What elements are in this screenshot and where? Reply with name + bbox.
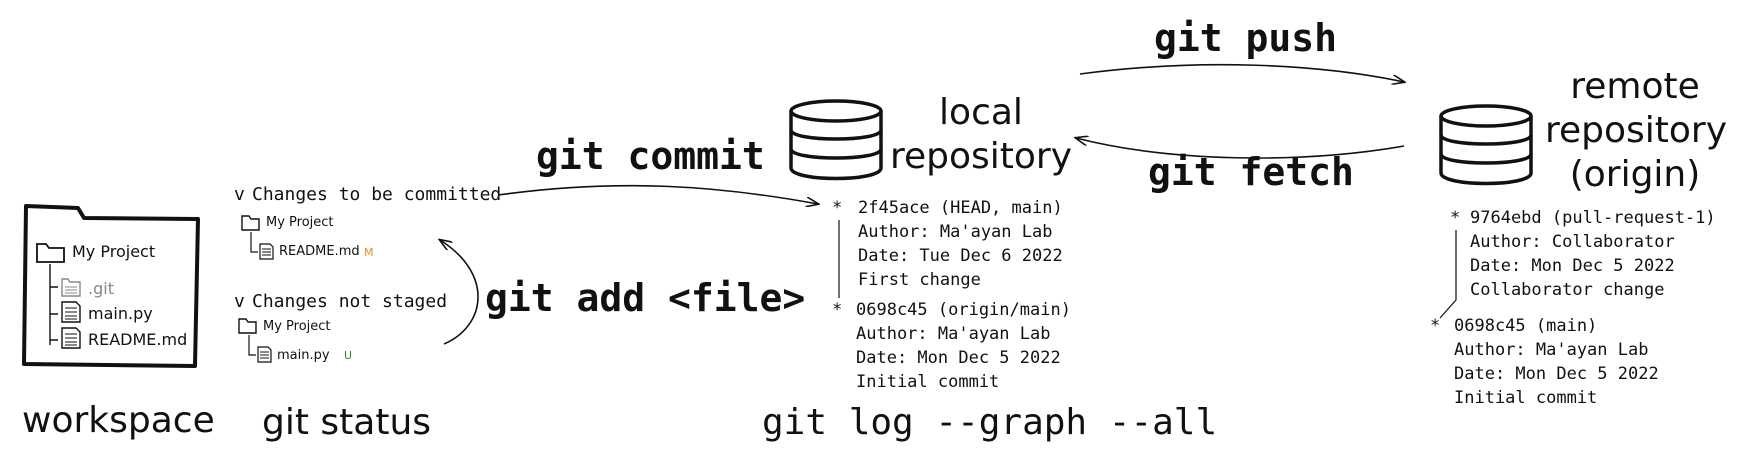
readme-file-icon: [61, 327, 81, 349]
local-commit-1-id: 2f45ace (HEAD, main): [858, 198, 1063, 218]
local-commit-2-date: Date: Mon Dec 5 2022: [856, 348, 1061, 368]
main-py-file-icon: [61, 301, 81, 323]
git-log-caption: git log --graph --all: [762, 402, 1218, 443]
remote-commit-2: 0698c45 (main) Author: Ma'ayan Lab Date:…: [1454, 314, 1659, 410]
remote-commit-2-date: Date: Mon Dec 5 2022: [1454, 364, 1659, 384]
staged-project-name: My Project: [266, 215, 334, 230]
remote-title-line1: remote: [1570, 66, 1700, 107]
staged-header: Changes to be committed: [252, 184, 502, 205]
workspace-caption: workspace: [22, 400, 215, 441]
remote-commit-1-message: Collaborator change: [1470, 280, 1665, 300]
local-commit-marker-2: *: [832, 300, 843, 320]
local-commit-marker-1: *: [832, 198, 843, 218]
remote-commit-2-author: Author: Ma'ayan Lab: [1454, 340, 1649, 360]
remote-database-icon: [1439, 104, 1533, 186]
remote-commit-marker-2: *: [1430, 316, 1441, 336]
remote-title-line2: repository: [1544, 110, 1728, 151]
unstaged-chevron: v: [234, 291, 245, 312]
unstaged-project-name: My Project: [263, 319, 331, 334]
staged-project-folder-icon: [241, 215, 260, 231]
local-commit-1-author: Author: Ma'ayan Lab: [858, 222, 1053, 242]
staged-file-icon: [259, 243, 274, 260]
unstaged-file-icon: [257, 346, 272, 363]
remote-commit-1-author: Author: Collaborator: [1470, 232, 1675, 252]
remote-commit-2-message: Initial commit: [1454, 388, 1598, 408]
local-title-line1: local: [939, 92, 1023, 133]
git-add-label: git add <file>: [485, 276, 806, 320]
git-folder-icon: [61, 278, 81, 297]
local-commit-1: 2f45ace (HEAD, main) Author: Ma'ayan Lab…: [858, 196, 1063, 292]
staged-chevron: v: [234, 184, 245, 205]
local-commit-1-message: First change: [858, 270, 981, 290]
remote-graph-line: [1439, 230, 1457, 319]
workspace-folder-icon: [22, 204, 200, 368]
staged-tree-branch: [250, 232, 258, 253]
local-commit-1-date: Date: Tue Dec 6 2022: [858, 246, 1063, 266]
remote-commit-1: 9764ebd (pull-request-1) Author: Collabo…: [1470, 206, 1716, 302]
git-add-arrow: [440, 240, 479, 345]
workspace-tree-branches: [49, 264, 58, 345]
remote-commit-2-id: 0698c45 (main): [1454, 316, 1598, 336]
workspace-project-folder-icon: [36, 243, 65, 263]
unstaged-project-folder-icon: [238, 318, 257, 334]
git-status-caption: git status: [262, 402, 432, 443]
local-database-icon: [789, 99, 883, 181]
git-commit-arrow: [497, 184, 818, 204]
git-fetch-arrow: [1076, 138, 1405, 159]
local-title-line2: repository: [889, 136, 1073, 177]
workspace-item-main-py: main.py: [88, 304, 153, 323]
git-fetch-label: git fetch: [1148, 150, 1354, 194]
local-commit-2: 0698c45 (origin/main) Author: Ma'ayan La…: [856, 298, 1071, 394]
git-push-label: git push: [1154, 16, 1338, 60]
local-commit-2-message: Initial commit: [856, 372, 1000, 392]
remote-commit-1-date: Date: Mon Dec 5 2022: [1470, 256, 1675, 276]
unstaged-header: Changes not staged: [252, 291, 448, 312]
local-commit-2-id: 0698c45 (origin/main): [856, 300, 1071, 320]
remote-title-line3: (origin): [1569, 154, 1701, 195]
staged-file-name: README.md: [279, 244, 360, 259]
remote-commit-marker-1: *: [1450, 208, 1461, 228]
git-push-arrow: [1079, 63, 1404, 82]
workspace-item-git: .git: [88, 279, 114, 298]
local-commit-2-author: Author: Ma'ayan Lab: [856, 324, 1051, 344]
git-commit-label: git commit: [536, 134, 765, 178]
unstaged-tree-branch: [248, 335, 256, 356]
workspace-item-readme: README.md: [88, 330, 188, 349]
workspace-project-name: My Project: [72, 242, 156, 261]
unstaged-file-name: main.py: [277, 348, 330, 363]
untracked-badge: U: [344, 349, 353, 362]
remote-commit-1-id: 9764ebd (pull-request-1): [1470, 208, 1716, 228]
modified-badge: M: [364, 246, 374, 259]
